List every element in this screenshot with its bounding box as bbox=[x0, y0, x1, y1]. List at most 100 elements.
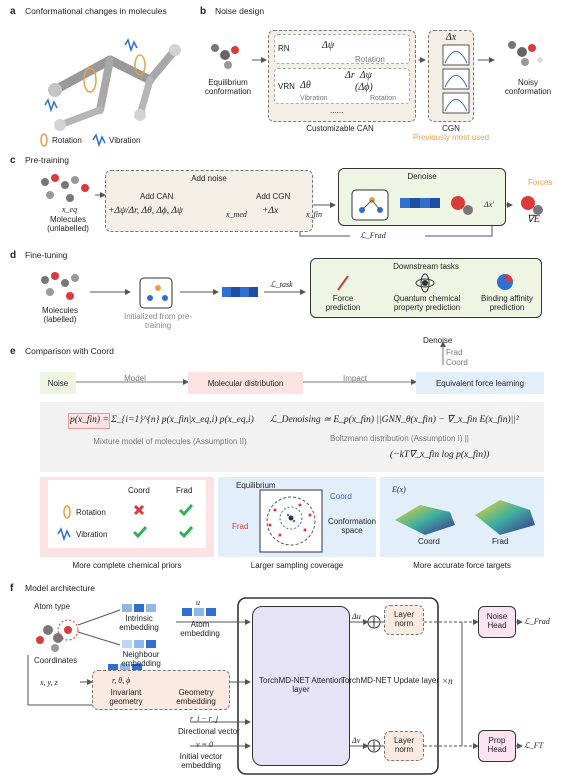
check-icon bbox=[132, 526, 148, 539]
add-noise-label: Add noise bbox=[191, 174, 227, 183]
priors-table bbox=[48, 480, 206, 548]
prop-head-label: Prop Head bbox=[487, 736, 507, 755]
l-task: ℒ_task bbox=[270, 280, 293, 289]
coord-surface-label: Coord bbox=[418, 537, 440, 546]
formula-kt: (−kT∇_x_fin log p(x_fin)) bbox=[390, 450, 490, 460]
molecules-unlabelled: Molecules (unlabelled) bbox=[47, 215, 89, 234]
table-rotation-icon bbox=[63, 505, 71, 519]
layer-norm-top-label: Layer norm bbox=[393, 610, 414, 629]
mixture-label: Mixture model of molecules (Assumption I… bbox=[93, 437, 247, 446]
panel-b-title: Noise design bbox=[215, 6, 265, 16]
add-cgn-label: Add CGN bbox=[256, 192, 291, 201]
frad-surface-label: Frad bbox=[492, 537, 509, 546]
panel-c-letter: c bbox=[10, 155, 16, 166]
invariant-geometry: Invariant geometry bbox=[109, 688, 143, 707]
table-frad-header: Frad bbox=[176, 486, 193, 495]
table-coord-header: Coord bbox=[128, 486, 150, 495]
xyz-label: x, y, z bbox=[40, 678, 58, 687]
u-label: u bbox=[196, 598, 200, 607]
panel-b-letter: b bbox=[200, 6, 207, 17]
panel-e-letter: e bbox=[10, 346, 16, 357]
panel-c-title: Pre-training bbox=[25, 155, 69, 165]
can-dots: ...... bbox=[330, 106, 344, 115]
noise-head-label: Noise Head bbox=[486, 612, 508, 631]
previously-used-label: Previously most used bbox=[412, 133, 490, 142]
panel-f-letter: f bbox=[10, 583, 14, 594]
cgn-formula: +Δx bbox=[262, 206, 279, 216]
rn-label: RN bbox=[278, 44, 290, 53]
coord-e-top: Coord bbox=[446, 358, 468, 367]
delta-x-prime: Δx′ bbox=[484, 200, 494, 209]
legend-vibration: Vibration bbox=[109, 136, 141, 145]
geometry-box bbox=[92, 670, 230, 710]
check-icon bbox=[178, 526, 194, 539]
vrn-box bbox=[274, 68, 410, 104]
intrinsic-embedding: Intrinsic embedding bbox=[119, 614, 159, 633]
model-label: Model bbox=[124, 374, 146, 383]
update-label: TorchMD-NET Update layer bbox=[340, 676, 440, 685]
table-row-rotation: Rotation bbox=[76, 508, 106, 517]
vibration-icon bbox=[92, 133, 106, 148]
noise-box bbox=[40, 372, 76, 394]
rn-box bbox=[274, 34, 410, 64]
l-ft-f: ℒ_FT bbox=[524, 741, 544, 750]
conf-space: Conformation space bbox=[327, 517, 377, 536]
cgn-label: CGN bbox=[442, 124, 460, 133]
customizable-can-label: Customizable CAN bbox=[306, 124, 374, 133]
formula-p: p(x_fin) = Σ_{i=1}^{n} p(x_fin|x_eq,i) p… bbox=[70, 415, 254, 425]
cgn-delta-x: Δx bbox=[445, 32, 457, 43]
cross-icon bbox=[133, 504, 145, 516]
rtp-label: r, θ, ϕ bbox=[112, 676, 131, 685]
downstream-label: Downstream tasks bbox=[393, 262, 459, 271]
panel-d-letter: d bbox=[10, 250, 17, 261]
rotation-icon bbox=[40, 133, 48, 147]
mol-dist-label: Molecular distribution bbox=[207, 379, 284, 388]
vrn-vibration: Vibration bbox=[300, 95, 328, 102]
priors-caption: More complete chemical priors bbox=[72, 561, 182, 570]
impact-label: Impact bbox=[342, 374, 367, 383]
directional-vector: Directional vector bbox=[178, 727, 240, 736]
xn-label: ×n bbox=[442, 676, 453, 686]
formula-l: ℒ_Denoising ≃ E_p(x_fin) ||GNN_θ(x_fin) … bbox=[270, 415, 519, 425]
formula-band bbox=[40, 402, 544, 472]
atom-embedding: Atom embedding bbox=[180, 620, 220, 639]
can-formula: +Δψ/Δr, Δθ, Δϕ, Δψ bbox=[108, 206, 183, 216]
vrn-rotation: Rotation bbox=[370, 95, 397, 102]
p-xfin-box bbox=[68, 413, 110, 429]
sampling-caption: Larger sampling coverage bbox=[250, 561, 344, 570]
panel-f-title: Model architecture bbox=[25, 583, 95, 593]
noise-head bbox=[478, 606, 516, 638]
check-icon bbox=[178, 504, 194, 517]
l-frad-c: ℒ_Frad bbox=[360, 231, 386, 240]
layer-norm-bottom bbox=[384, 731, 424, 761]
initialized-label: Initialized from pre-training bbox=[123, 312, 193, 331]
noise-label: Noise bbox=[47, 379, 69, 388]
table-vibration-icon bbox=[57, 527, 71, 542]
equilibrium-e: Equilibrium bbox=[236, 481, 276, 490]
x-fin: x_fin bbox=[306, 210, 322, 219]
layer-norm-top bbox=[384, 605, 424, 635]
frad-e-top: Frad bbox=[446, 348, 463, 357]
frad-e: Frad bbox=[232, 522, 249, 531]
panel-a-title: Conformational changes in molecules bbox=[25, 6, 167, 16]
rirj-label: r_i − r_j bbox=[190, 714, 219, 723]
attention-layer bbox=[252, 606, 350, 766]
rn-rotation: Rotation bbox=[355, 55, 385, 64]
equilibrium-label: Equilibrium conformation bbox=[204, 78, 252, 97]
geometry-embedding: Geometry embedding bbox=[176, 688, 216, 707]
dv-label: Δv bbox=[352, 736, 361, 745]
coordinates-label: Coordinates bbox=[34, 656, 78, 665]
forces-label: Forces bbox=[528, 178, 553, 187]
prop-head bbox=[478, 730, 516, 762]
force-targets-caption: More accurate force targets bbox=[413, 561, 511, 570]
panel-d-title: Fine-tuning bbox=[25, 250, 68, 260]
